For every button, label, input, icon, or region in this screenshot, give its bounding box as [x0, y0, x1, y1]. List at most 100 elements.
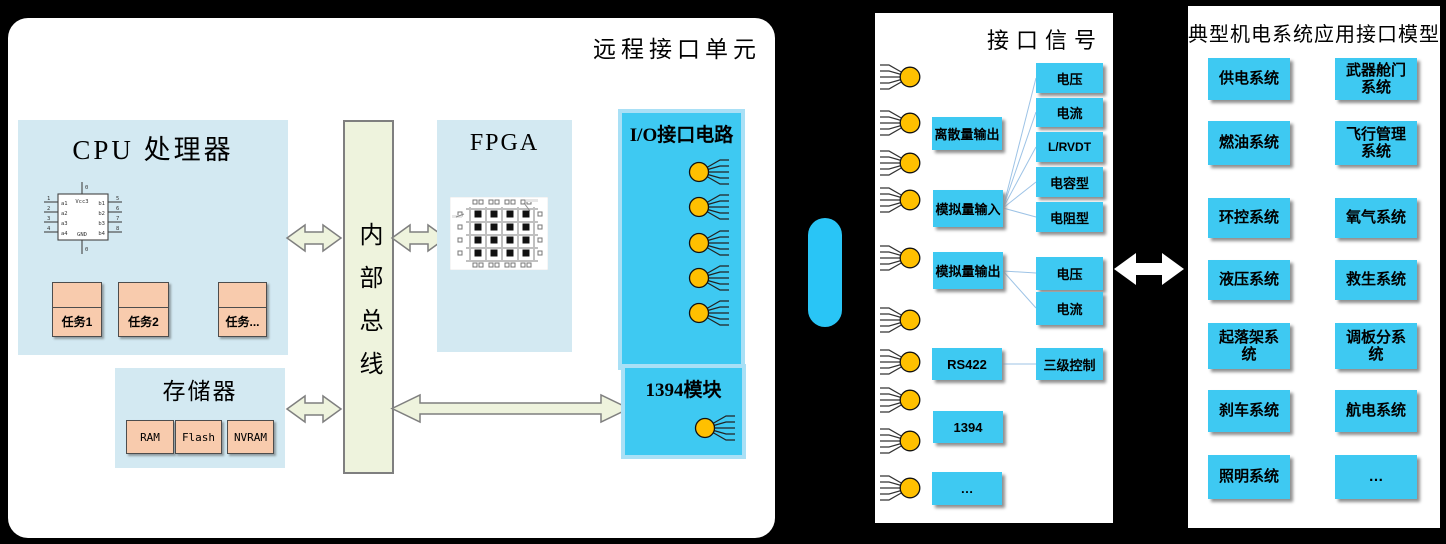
system-box: 燃油系统 [1208, 121, 1290, 165]
internal-bus-label: 内部总线 [355, 222, 381, 394]
double-arrow-icon [285, 223, 343, 253]
systems-panel-title: 典型机电系统应用接口模型 [1188, 24, 1440, 46]
memory-box-title: 存储器 [162, 379, 238, 404]
svg-text:a3: a3 [61, 221, 68, 227]
signal-type-box: 电阻型 [1036, 202, 1103, 232]
memory-chip: Flash [175, 420, 222, 454]
port-icon [688, 194, 729, 220]
system-box: 供电系统 [1208, 58, 1290, 100]
io-circuit-box: I/O接口电路 [618, 109, 745, 370]
cpu-box: CPU 处理器 0 0 Vcc3 GND 1 [18, 120, 288, 355]
svg-text:8: 8 [116, 226, 119, 232]
memory-chip: RAM [126, 420, 174, 454]
task-box-top [219, 283, 266, 308]
systems-panel: 典型机电系统应用接口模型 供电系统 武器舱门系统 燃油系统 飞行管理系统 环控系… [1188, 6, 1440, 528]
port-icon [880, 307, 921, 333]
system-box: 调板分系统 [1335, 323, 1417, 369]
signal-box: 离散量输出 [932, 117, 1002, 150]
svg-text:6: 6 [116, 206, 119, 212]
cpu-box-title: CPU 处理器 [72, 135, 234, 165]
system-box: 氧气系统 [1335, 198, 1417, 238]
svg-text:Vcc3: Vcc3 [75, 199, 88, 205]
svg-text:5: 5 [116, 196, 119, 202]
io-circuit-title: I/O接口电路 [629, 125, 734, 146]
internal-bus: 内部总线 [343, 120, 394, 474]
svg-text:b1: b1 [98, 201, 105, 207]
double-arrow-icon [285, 394, 343, 424]
task-label: 任务2 [128, 315, 159, 329]
fpga-chip-image [450, 197, 548, 270]
system-box: 环控系统 [1208, 198, 1290, 238]
capsule-connector [808, 218, 842, 327]
memory-chip: NVRAM [227, 420, 274, 454]
signal-type-box: 电压 [1036, 257, 1103, 290]
port-icon [694, 415, 735, 441]
task-box-top [53, 283, 101, 308]
system-box: 照明系统 [1208, 455, 1290, 499]
svg-text:b2: b2 [98, 211, 105, 217]
port-icon [880, 187, 921, 213]
system-box: 飞行管理系统 [1335, 121, 1417, 165]
svg-text:1: 1 [47, 196, 50, 202]
port-icon [880, 110, 921, 136]
signal-box: 模拟量输入 [933, 190, 1003, 227]
system-box: 刹车系统 [1208, 390, 1290, 432]
port-icon [880, 64, 921, 90]
signal-type-box: 三级控制 [1036, 348, 1103, 380]
port-icon [880, 475, 921, 501]
system-box: 航电系统 [1335, 390, 1417, 432]
system-box: 液压系统 [1208, 260, 1290, 300]
system-box: 起落架系统 [1208, 323, 1290, 369]
remote-panel-title: 远程接口单元 [593, 37, 761, 62]
port-icon [880, 428, 921, 454]
port-icon [880, 245, 921, 271]
module-1394-title: 1394模块 [645, 380, 722, 401]
task-box: 任务... [218, 282, 267, 337]
task-box: 任务1 [52, 282, 102, 337]
module-1394-box: 1394模块 [621, 364, 746, 459]
system-box: … [1335, 455, 1417, 499]
svg-text:3: 3 [47, 216, 50, 222]
svg-text:0: 0 [85, 247, 88, 253]
svg-text:b4: b4 [98, 231, 105, 237]
signal-panel-title: 接口信号 [986, 28, 1103, 53]
task-box-top [119, 283, 168, 308]
svg-text:a4: a4 [61, 231, 68, 237]
fpga-box: FPGA [437, 120, 572, 352]
svg-text:7: 7 [116, 216, 119, 222]
signal-box: 模拟量输出 [933, 252, 1003, 289]
svg-text:4: 4 [47, 226, 51, 232]
signal-type-box: 电流 [1036, 98, 1103, 127]
system-box: 武器舱门系统 [1335, 58, 1417, 100]
signal-type-box: 电容型 [1036, 167, 1103, 197]
svg-text:2: 2 [47, 206, 50, 212]
port-icon [688, 265, 729, 291]
svg-text:0: 0 [85, 185, 88, 191]
cpu-chip-image: 0 0 Vcc3 GND 1 2 3 4 a1 a2 a3 a4 5 6 7 8 [44, 182, 122, 254]
remote-interface-panel: 远程接口单元 CPU 处理器 0 0 Vcc3 [8, 18, 775, 538]
task-label: 任务... [225, 315, 260, 329]
port-icon [688, 159, 729, 185]
signal-box: RS422 [932, 348, 1002, 380]
svg-text:a1: a1 [61, 201, 68, 207]
port-icon [880, 349, 921, 375]
port-icon [880, 387, 921, 413]
interface-signal-panel: 接口信号 [875, 13, 1113, 523]
signal-box: … [932, 472, 1002, 505]
svg-text:GND: GND [77, 232, 87, 238]
memory-box: 存储器 RAM Flash NVRAM [115, 368, 285, 468]
signal-box: 1394 [933, 411, 1003, 443]
white-double-arrow-icon [1114, 253, 1184, 285]
svg-text:b3: b3 [98, 221, 105, 227]
task-label: 任务1 [61, 315, 93, 329]
port-icon [688, 300, 729, 326]
svg-text:a2: a2 [61, 211, 68, 217]
long-double-arrow-icon [390, 393, 631, 424]
signal-type-box: 电流 [1036, 292, 1103, 325]
port-icon [880, 150, 921, 176]
port-icon [688, 230, 729, 256]
system-box: 救生系统 [1335, 260, 1417, 300]
task-box: 任务2 [118, 282, 169, 337]
signal-type-box: 电压 [1036, 63, 1103, 93]
